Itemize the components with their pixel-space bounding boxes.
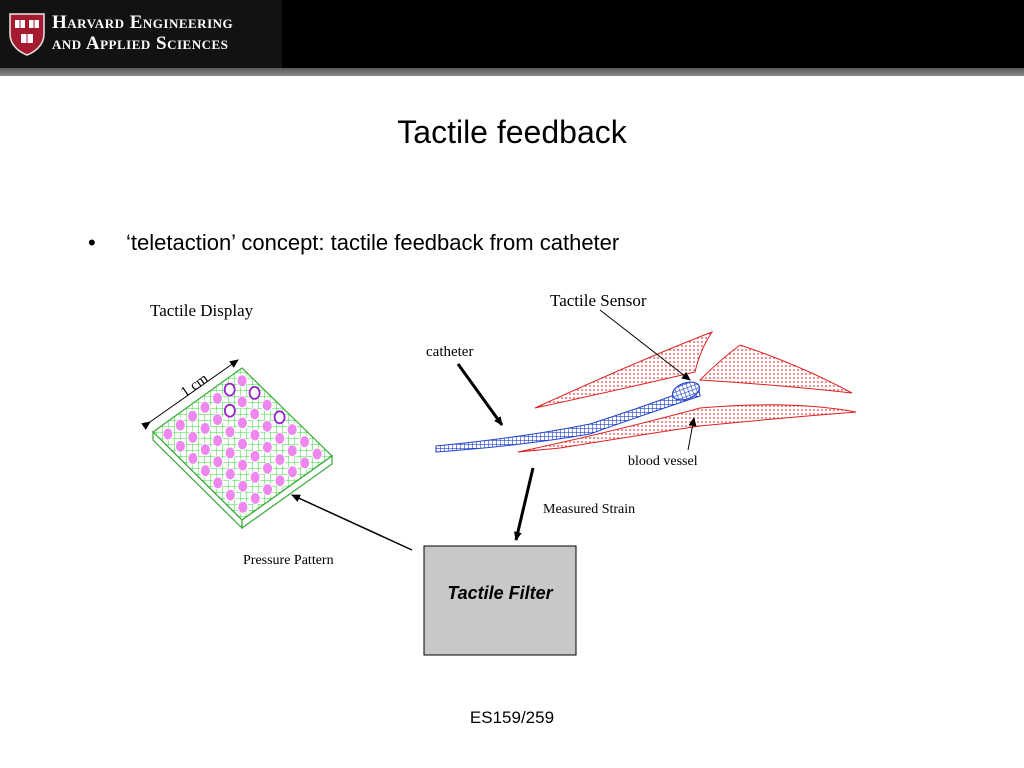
pin bbox=[237, 458, 249, 472]
pin bbox=[274, 453, 286, 467]
catheter-pointer-arrow bbox=[456, 363, 504, 426]
bullet-item: • ‘teletaction’ concept: tactile feedback… bbox=[88, 230, 619, 256]
pin bbox=[286, 423, 298, 437]
pin bbox=[224, 488, 236, 502]
vessel-wall-upper-right bbox=[698, 344, 853, 394]
header-bar: Harvard Engineering and Applied Sciences bbox=[0, 0, 1024, 68]
tactile-filter-box bbox=[423, 545, 577, 656]
pin bbox=[299, 435, 311, 449]
bullet-dot-icon: • bbox=[88, 230, 96, 255]
pin bbox=[212, 413, 223, 427]
vessel-wall-lower bbox=[517, 404, 857, 453]
pin bbox=[162, 427, 174, 441]
brand-line-1: Harvard Engineering bbox=[52, 12, 234, 33]
pin bbox=[274, 431, 286, 445]
pin bbox=[174, 439, 186, 453]
pin bbox=[261, 398, 273, 412]
header-rule bbox=[0, 68, 1024, 76]
tactile-sensor-tip bbox=[671, 381, 701, 401]
active-pin bbox=[248, 385, 261, 400]
pin bbox=[236, 395, 248, 409]
pin bbox=[262, 461, 273, 475]
dimension-line bbox=[141, 359, 239, 430]
pin bbox=[212, 455, 224, 469]
pin bbox=[236, 416, 248, 430]
pin bbox=[286, 444, 298, 458]
slide-title: Tactile feedback bbox=[397, 114, 627, 150]
pressure-pattern-label: Pressure Pattern bbox=[243, 553, 334, 568]
pin bbox=[249, 491, 261, 505]
brand-name: Harvard Engineering and Applied Sciences bbox=[52, 12, 233, 54]
display-right-face bbox=[241, 454, 333, 530]
brand-line-2: and Applied Sciences bbox=[52, 33, 229, 54]
pin bbox=[224, 446, 236, 460]
bullet-text: ‘teletaction’ concept: tactile feedback … bbox=[126, 230, 620, 255]
pin bbox=[187, 430, 199, 444]
pin bbox=[174, 418, 186, 432]
measured-strain-label: Measured Strain bbox=[543, 502, 635, 517]
pin bbox=[261, 440, 273, 454]
pin bbox=[237, 437, 248, 451]
pin bbox=[199, 421, 211, 435]
footer-course-code: ES159/259 bbox=[469, 708, 555, 727]
pin bbox=[187, 451, 199, 465]
pin bbox=[212, 476, 224, 490]
pin bbox=[237, 479, 249, 493]
active-pin bbox=[223, 382, 236, 397]
active-pin bbox=[223, 403, 236, 418]
pin bbox=[262, 483, 274, 497]
pin bbox=[199, 443, 211, 457]
tactile-filter-label: Tactile Filter bbox=[447, 583, 553, 603]
measured-strain-arrow bbox=[513, 467, 535, 541]
pin bbox=[199, 464, 211, 478]
pin bbox=[224, 425, 236, 439]
active-pin bbox=[273, 410, 286, 425]
pressure-pattern-arrow bbox=[291, 494, 413, 551]
pin bbox=[224, 467, 236, 481]
catheter-label: catheter bbox=[426, 344, 473, 360]
pin bbox=[212, 434, 224, 448]
tactile-display-label: Tactile Display bbox=[150, 301, 254, 320]
vessel-pointer-arrow bbox=[687, 417, 697, 451]
pin bbox=[311, 447, 323, 461]
pin bbox=[274, 474, 286, 488]
logo-area: Harvard Engineering and Applied Sciences bbox=[0, 0, 282, 68]
pin bbox=[237, 500, 249, 514]
pin bbox=[249, 407, 261, 421]
pin bbox=[286, 465, 298, 479]
pin bbox=[211, 391, 223, 405]
pin bbox=[249, 449, 261, 463]
pin bbox=[236, 374, 248, 388]
vessel-wall-upper-left bbox=[534, 330, 714, 409]
blood-vessel bbox=[517, 330, 857, 453]
blood-vessel-label: blood vessel bbox=[628, 454, 698, 469]
veritas-shield-icon bbox=[9, 13, 45, 56]
pin bbox=[261, 419, 273, 433]
sensor-pointer-arrow bbox=[599, 309, 691, 381]
pin bbox=[187, 409, 199, 423]
pin bbox=[299, 456, 311, 470]
pin bbox=[249, 428, 261, 442]
pin bbox=[199, 400, 211, 414]
tactile-sensor-label: Tactile Sensor bbox=[550, 291, 647, 310]
pin bbox=[249, 470, 261, 484]
